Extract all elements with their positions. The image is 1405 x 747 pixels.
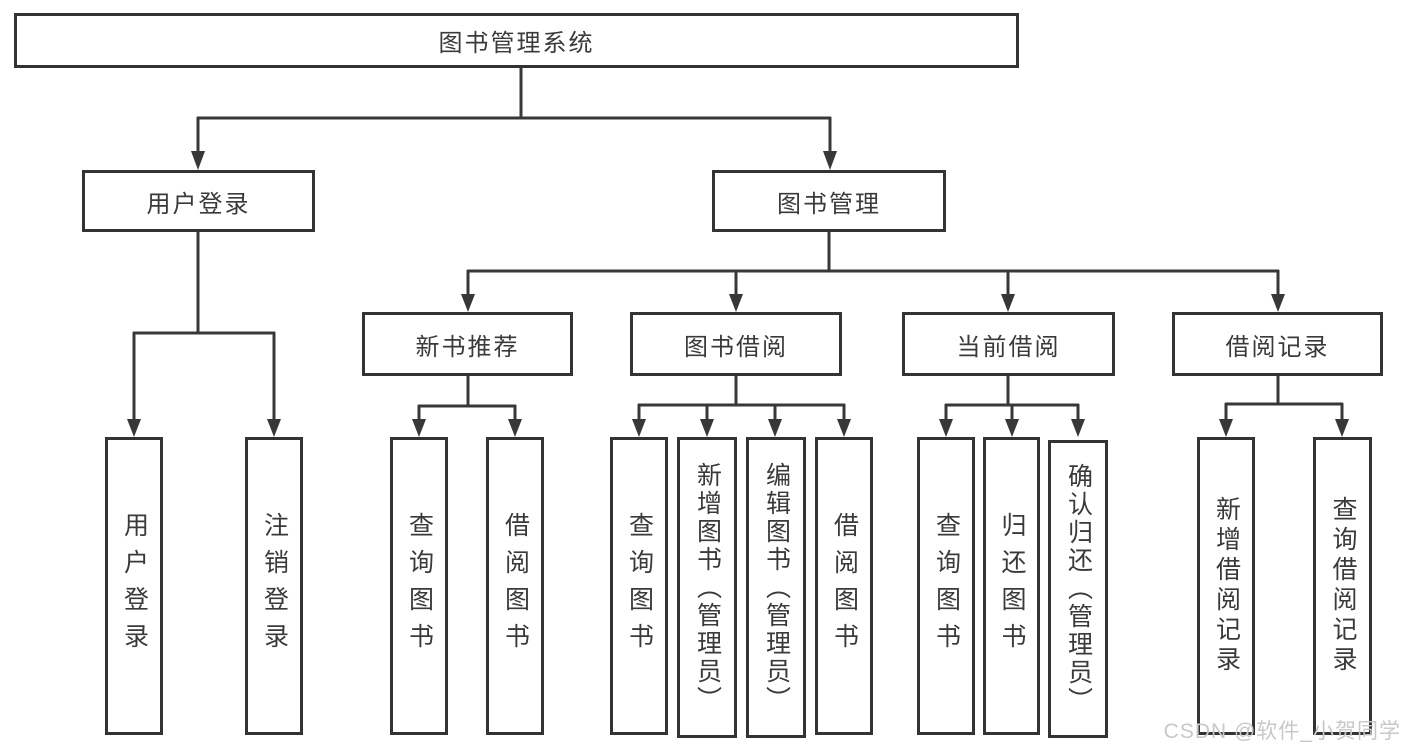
connector-root-to-level2	[191, 66, 837, 170]
node-book-management: 图书管理	[712, 170, 946, 232]
connector-user-login-to-leaves	[127, 230, 281, 437]
node-library-management-system: 图书管理系统	[14, 13, 1019, 68]
node-leaf-borrow-query-books: 查询图书	[610, 437, 668, 735]
watermark: CSDN @软件_小贺同学	[1163, 720, 1401, 743]
node-leaf-add-borrow-record: 新增借阅记录	[1197, 437, 1255, 735]
node-leaf-recommend-borrow-books: 借阅图书	[486, 437, 544, 735]
connector-recommendation-to-leaves	[412, 374, 522, 437]
node-leaf-user-login: 用户登录	[105, 437, 163, 735]
node-leaf-borrow-books: 借阅图书	[815, 437, 873, 735]
node-new-book-recommendation: 新书推荐	[362, 312, 573, 376]
connector-borrowing-to-leaves	[632, 374, 851, 437]
node-leaf-recommend-query-books: 查询图书	[390, 437, 448, 735]
connector-current-to-leaves	[939, 374, 1085, 437]
connector-records-to-leaves	[1219, 374, 1349, 437]
node-book-borrowing: 图书借阅	[630, 312, 842, 376]
node-leaf-return-books: 归还图书	[983, 437, 1040, 735]
node-leaf-current-query-books: 查询图书	[917, 437, 975, 735]
node-leaf-logout: 注销登录	[245, 437, 303, 735]
node-borrowing-records: 借阅记录	[1172, 312, 1383, 376]
node-leaf-confirm-return-admin: 确认归还（管理员）	[1048, 440, 1108, 738]
node-leaf-add-books-admin: 新增图书（管理员）	[677, 437, 737, 738]
node-leaf-edit-books-admin: 编辑图书（管理员）	[746, 437, 806, 738]
node-leaf-query-borrow-record: 查询借阅记录	[1313, 437, 1372, 735]
connector-book-management-to-level3	[461, 230, 1285, 312]
node-user-login: 用户登录	[82, 170, 315, 232]
node-current-borrowing: 当前借阅	[902, 312, 1115, 376]
